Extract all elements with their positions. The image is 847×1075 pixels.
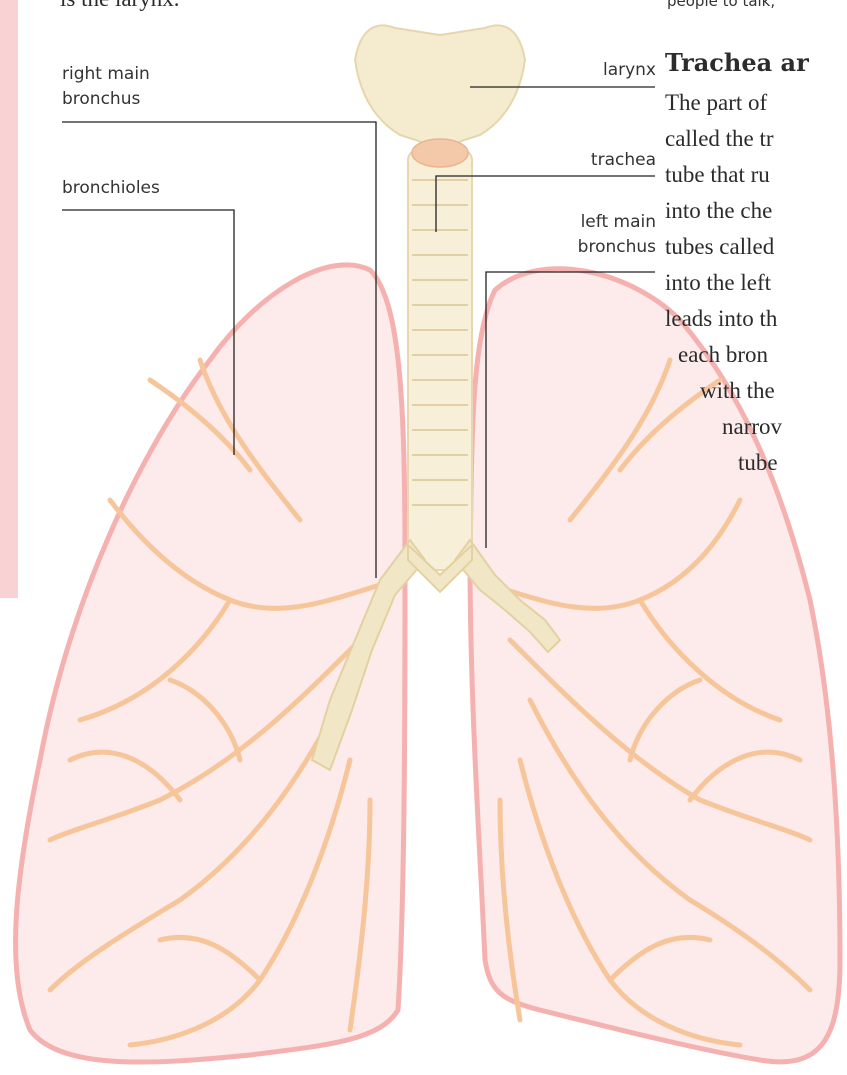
label-right-main-bronchus: right main bronchus bbox=[62, 62, 150, 112]
body-line-2: called the tr bbox=[665, 126, 774, 152]
label-right-main-bronchus-line-1: right main bbox=[62, 62, 150, 87]
larynx bbox=[355, 25, 525, 167]
body-line-8: each bron bbox=[678, 342, 768, 368]
label-left-main-bronchus-line-1: left main bbox=[578, 210, 656, 235]
label-left-main-bronchus: left main bronchus bbox=[578, 210, 656, 260]
body-line-4: into the che bbox=[665, 198, 772, 224]
trachea bbox=[408, 150, 472, 570]
section-heading: Trachea ar bbox=[665, 48, 809, 77]
body-line-1: The part of bbox=[665, 90, 767, 116]
label-larynx: larynx bbox=[603, 58, 656, 83]
body-line-11: tube bbox=[738, 450, 778, 476]
body-line-3: tube that ru bbox=[665, 162, 770, 188]
label-right-main-bronchus-line-2: bronchus bbox=[62, 87, 150, 112]
label-left-main-bronchus-line-2: bronchus bbox=[578, 235, 656, 260]
body-line-9: with the bbox=[700, 378, 775, 404]
label-trachea: trachea bbox=[591, 148, 656, 173]
body-line-5: tubes called bbox=[665, 234, 774, 260]
body-line-10: narrov bbox=[722, 414, 782, 440]
body-line-6: into the left bbox=[665, 270, 771, 296]
label-bronchioles: bronchioles bbox=[62, 176, 160, 201]
body-line-7: leads into th bbox=[665, 306, 777, 332]
